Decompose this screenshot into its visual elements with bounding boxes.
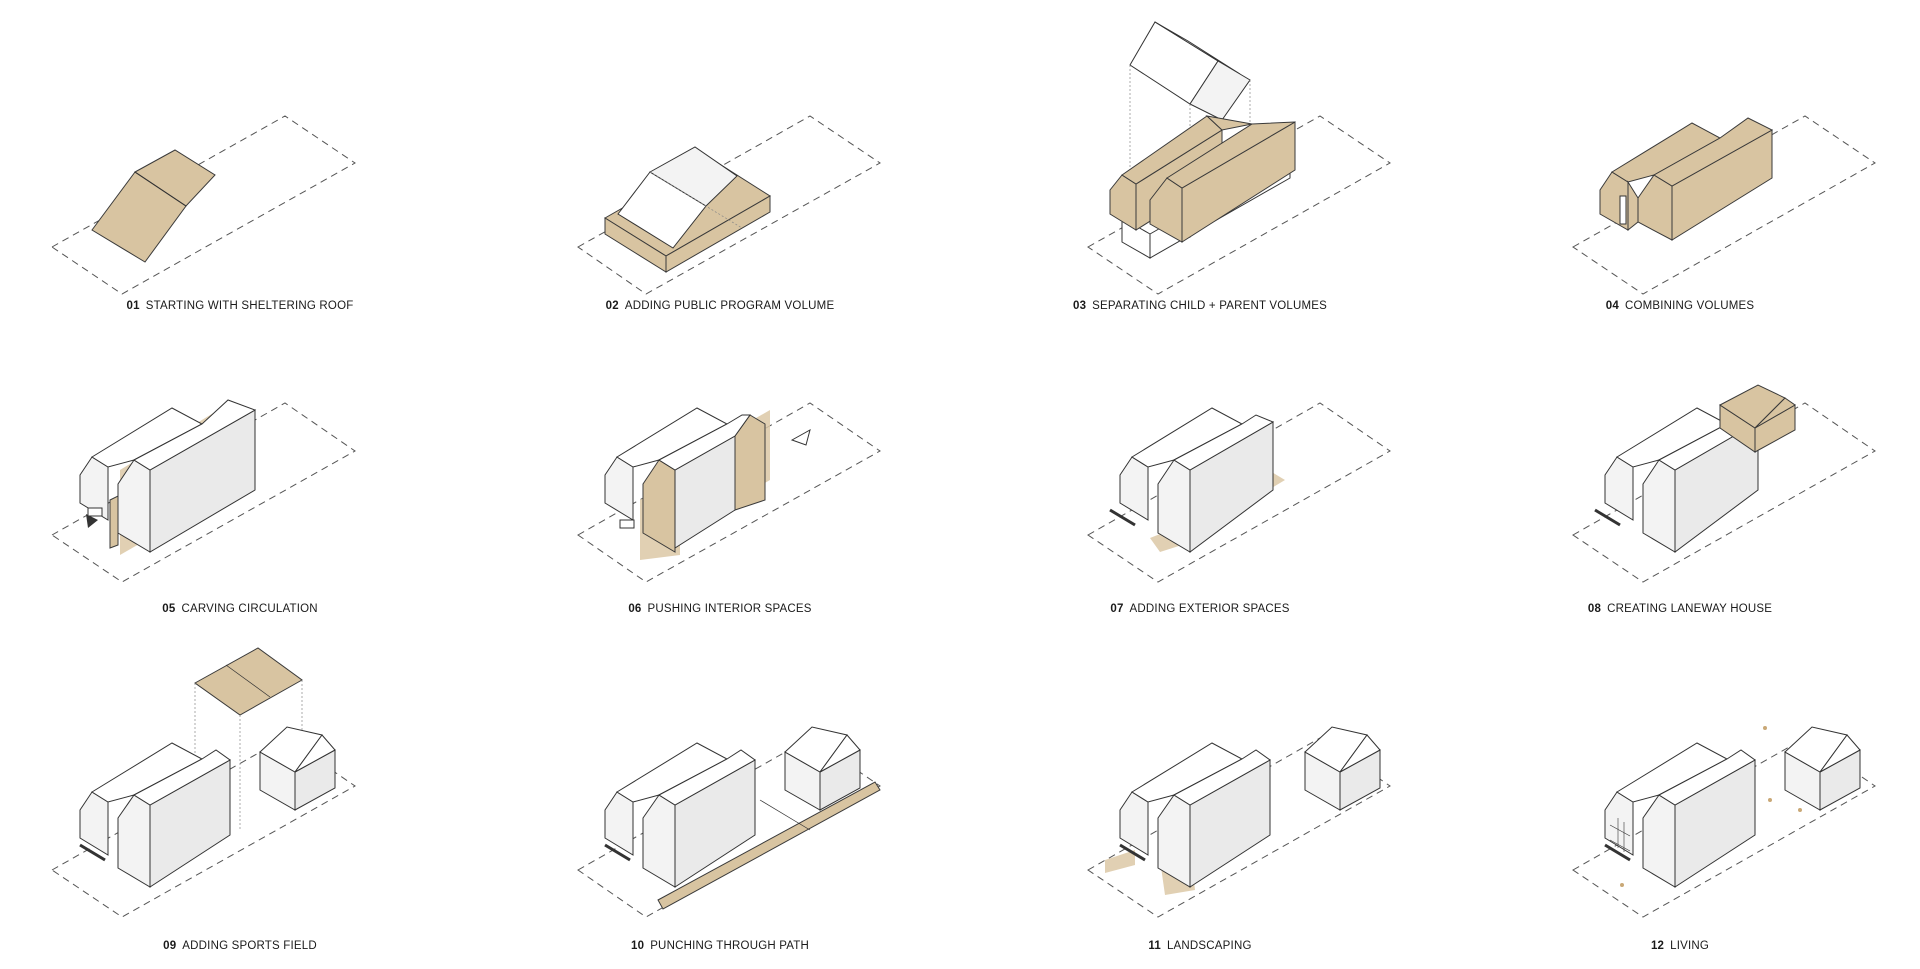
path bbox=[657, 781, 881, 910]
step-08: 08 CREATING LANEWAY HOUSE bbox=[1440, 0, 1920, 620]
step-10: 10 PUNCHING THROUGH PATH bbox=[480, 0, 960, 969]
step-label: LANDSCAPING bbox=[1166, 940, 1252, 952]
step-12-drawing bbox=[1572, 726, 1876, 918]
step-09-caption: 09 ADDING SPORTS FIELD bbox=[0, 940, 480, 952]
step-05: 05 CARVING CIRCULATION bbox=[0, 0, 480, 620]
step-label: ADDING SPORTS FIELD bbox=[182, 940, 317, 952]
person-figure bbox=[1798, 808, 1802, 812]
step-number: 01 bbox=[126, 300, 140, 312]
step-label: PUSHING INTERIOR SPACES bbox=[647, 603, 812, 615]
step-label: STARTING WITH SHELTERING ROOF bbox=[145, 300, 354, 312]
step-05-drawing bbox=[51, 399, 356, 583]
step-label: CARVING CIRCULATION bbox=[181, 603, 318, 615]
landscape-planting bbox=[1105, 850, 1135, 873]
step-label: ADDING EXTERIOR SPACES bbox=[1129, 603, 1290, 615]
step-08-caption: 08 CREATING LANEWAY HOUSE bbox=[1440, 603, 1920, 615]
step-label: COMBINING VOLUMES bbox=[1624, 300, 1755, 312]
step-12: 12 LIVING bbox=[1440, 0, 1920, 969]
person-figure bbox=[1763, 726, 1767, 730]
step-number: 07 bbox=[1110, 603, 1124, 615]
step-10-drawing bbox=[577, 726, 881, 918]
step-label: ADDING PUBLIC PROGRAM VOLUME bbox=[624, 300, 835, 312]
step-09: 09 ADDING SPORTS FIELD bbox=[0, 0, 480, 969]
step-number: 03 bbox=[1072, 300, 1087, 312]
step-label: CREATING LANEWAY HOUSE bbox=[1607, 603, 1773, 615]
step-11: 11 LANDSCAPING bbox=[960, 0, 1440, 969]
step-06-caption: 06 PUSHING INTERIOR SPACES bbox=[480, 603, 960, 615]
step-02-drawing bbox=[577, 115, 881, 295]
step-09-drawing bbox=[51, 647, 356, 918]
step-number: 02 bbox=[605, 300, 619, 312]
step-07: 07 ADDING EXTERIOR SPACES bbox=[960, 0, 1440, 620]
step-01: 01 STARTING WITH SHELTERING ROOF bbox=[0, 0, 480, 320]
step-label: PUNCHING THROUGH PATH bbox=[650, 940, 810, 952]
step-03-caption: 03 SEPARATING CHILD + PARENT VOLUMES bbox=[960, 300, 1440, 312]
step-01-drawing bbox=[51, 115, 356, 295]
step-03-drawing bbox=[1087, 21, 1391, 295]
step-label: LIVING bbox=[1670, 940, 1710, 952]
step-number: 04 bbox=[1605, 300, 1619, 312]
person-figure bbox=[1620, 883, 1624, 887]
step-04: 04 COMBINING VOLUMES bbox=[1440, 0, 1920, 320]
step-07-caption: 07 ADDING EXTERIOR SPACES bbox=[960, 603, 1440, 615]
step-11-drawing bbox=[1087, 726, 1391, 918]
roof-plane bbox=[649, 146, 738, 207]
step-number: 10 bbox=[630, 940, 645, 952]
step-label: SEPARATING CHILD + PARENT VOLUMES bbox=[1092, 300, 1328, 312]
step-number: 09 bbox=[163, 940, 177, 952]
step-12-caption: 12 LIVING bbox=[1440, 940, 1920, 952]
person-figure bbox=[1768, 798, 1772, 802]
step-07-drawing bbox=[1087, 402, 1391, 583]
step-06-drawing bbox=[577, 402, 881, 583]
step-02: 02 ADDING PUBLIC PROGRAM VOLUME bbox=[480, 0, 960, 320]
step-number: 05 bbox=[162, 603, 176, 615]
step-number: 08 bbox=[1587, 603, 1602, 615]
step-number: 06 bbox=[628, 603, 642, 615]
step-05-caption: 05 CARVING CIRCULATION bbox=[0, 603, 480, 615]
step-08-drawing bbox=[1572, 384, 1876, 583]
window-grid bbox=[1609, 818, 1631, 852]
step-04-drawing bbox=[1572, 115, 1876, 295]
step-03: 03 SEPARATING CHILD + PARENT VOLUMES bbox=[960, 0, 1440, 320]
step-number: 12 bbox=[1650, 940, 1665, 952]
step-10-caption: 10 PUNCHING THROUGH PATH bbox=[480, 940, 960, 952]
step-04-caption: 04 COMBINING VOLUMES bbox=[1440, 300, 1920, 312]
step-06: 06 PUSHING INTERIOR SPACES bbox=[480, 0, 960, 620]
step-11-caption: 11 LANDSCAPING bbox=[960, 940, 1440, 952]
step-02-caption: 02 ADDING PUBLIC PROGRAM VOLUME bbox=[480, 300, 960, 312]
step-01-caption: 01 STARTING WITH SHELTERING ROOF bbox=[0, 300, 480, 312]
step-number: 11 bbox=[1148, 940, 1161, 952]
